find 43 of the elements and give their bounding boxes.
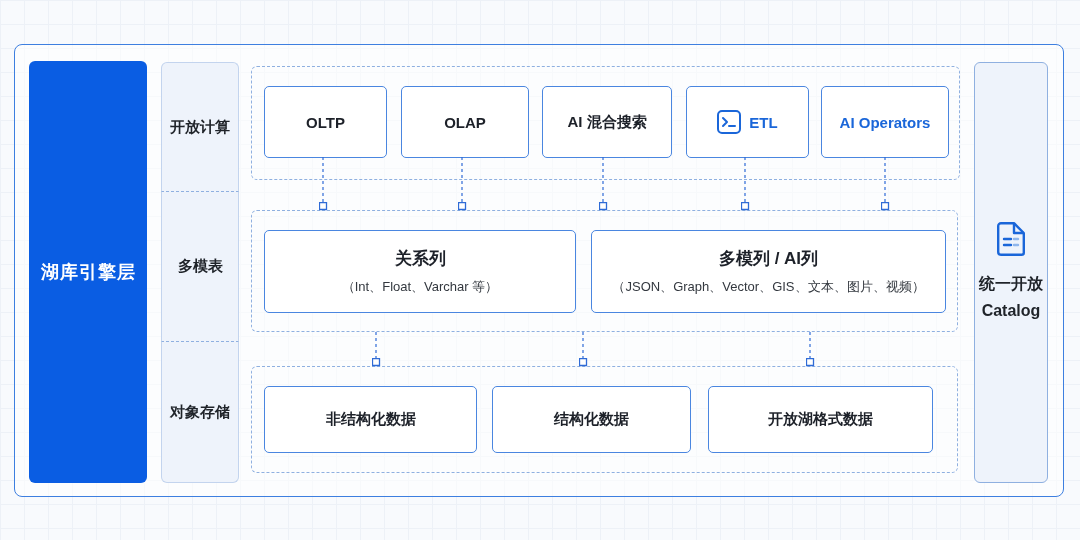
column-type-title: 关系列 (394, 248, 446, 270)
component-box (492, 386, 691, 453)
component-label: AI 混合搜索 (567, 112, 647, 132)
layer-band (161, 62, 239, 191)
component-box (401, 86, 529, 158)
dashed-connector (578, 331, 588, 367)
column-type-list: （Int、Float、Varchar 等） (341, 278, 499, 296)
layer-band (161, 191, 239, 341)
column-type-box (591, 230, 946, 313)
catalog-label: 统一开放 Catalog (977, 273, 1044, 321)
layer-band (161, 341, 239, 483)
dashed-connector (880, 156, 890, 211)
component-label: OLTP (306, 113, 345, 131)
layer-title: 湖库引擎层 (40, 261, 136, 284)
engine-layer-bar (29, 61, 147, 483)
component-box (264, 386, 477, 453)
component-box (708, 386, 933, 453)
layer-container (251, 66, 960, 180)
catalog-panel (974, 62, 1048, 483)
layer-label: 开放计算 (170, 117, 230, 137)
component-box (264, 86, 387, 158)
dashed-connector (598, 156, 608, 211)
component-label: 结构化数据 (554, 410, 629, 429)
component-label: 非结构化数据 (325, 410, 416, 429)
component-label: 开放湖格式数据 (768, 410, 873, 429)
component-box (542, 86, 672, 158)
dashed-connector (805, 331, 815, 367)
component-label: ETL (749, 113, 778, 131)
component-box (821, 86, 949, 158)
column-type-title: 多模列 / AI列 (718, 248, 819, 270)
layer-container (251, 210, 958, 332)
dashed-connector (318, 156, 328, 211)
dashed-connector (740, 156, 750, 211)
column-type-box (264, 230, 576, 313)
column-type-list: （JSON、Graph、Vector、GIS、文本、图片、视频） (612, 278, 925, 296)
layer-label: 多模表 (177, 257, 223, 276)
layer-container (251, 366, 958, 473)
dashed-connector (371, 331, 381, 367)
component-box (686, 86, 809, 158)
component-label: AI Operators (839, 113, 931, 131)
dashed-connector (457, 156, 467, 211)
component-label: OLAP (444, 113, 486, 131)
layer-label: 对象存储 (170, 402, 230, 422)
